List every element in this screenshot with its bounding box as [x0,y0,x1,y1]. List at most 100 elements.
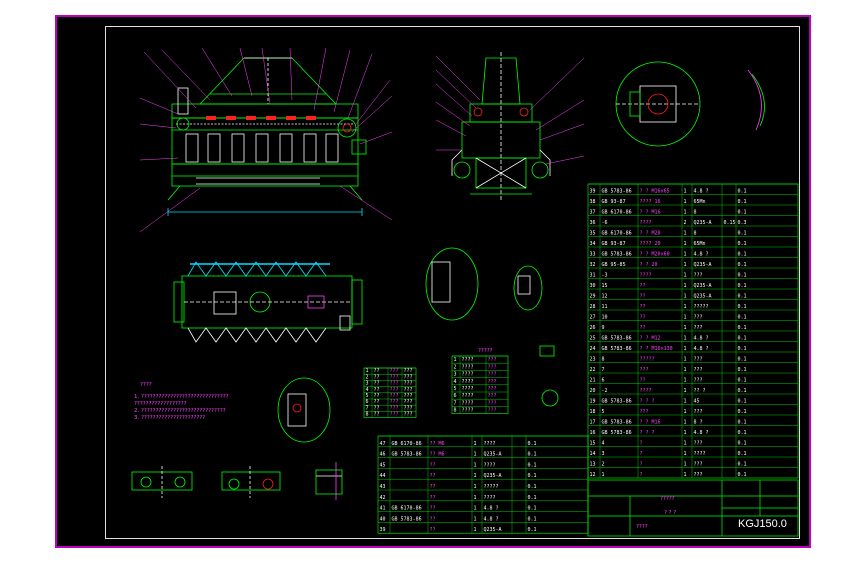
title-mark: ? ? ? [664,510,676,516]
table-cell: 6 [366,399,369,405]
table-cell: GB 5783-86 [602,430,632,436]
table-cell: ?? [430,462,436,468]
table-cell: 1 [474,516,477,522]
table-cell: ? ? ? [640,430,655,436]
table-cell: ??? [488,400,497,406]
table-cell: 37 [590,210,596,216]
table-cell: 4 [454,379,457,385]
table-cell: GB 5783-86 [392,452,422,458]
table-cell: GB 5783-86 [602,252,632,258]
note-line: 2. ????????????????????????????? [134,408,226,414]
table-cell: 1 [684,273,687,279]
note-line: 3. ?????????????????????? [134,415,205,421]
table-cell: 7 [602,367,605,373]
table-cell: ?? [430,484,436,490]
table-cell: 1 [684,399,687,405]
table-cell: ???? [462,364,474,370]
table-cell: ???? 16 [640,199,661,205]
table-cell: 0.1 [738,304,747,310]
table-cell: ???? [462,393,474,399]
table-cell: 46 [380,452,386,458]
table-cell: 1 [684,441,687,447]
table-cell: ? ? 20 [640,262,658,268]
table-cell: 36 [590,220,596,226]
table-cell: 10 [602,315,608,321]
table-cell: 0.1 [738,378,747,384]
table-cell: 5 [454,386,457,392]
table-cell: 1 [684,304,687,310]
table-cell: 1 [684,420,687,426]
table-cell: ??? [390,368,399,374]
table-cell: ?? [640,294,646,300]
table-cell: ??? [390,399,399,405]
table-cell: 2 [366,374,369,380]
table-cell: 1 [684,210,687,216]
table-cell: 0.1 [738,189,747,195]
table-cell: 8 ? [694,420,703,426]
table-cell: 4.8 ? [694,252,709,258]
table-cell: ?? [374,399,380,405]
table-cell: ?? [374,374,380,380]
table-cell: ?? [430,473,436,479]
side-view [435,52,585,200]
table-cell: 38 [590,199,596,205]
table-cell: ??? [694,357,703,363]
table-cell: ??? [390,405,399,411]
table-cell: ? [640,472,643,478]
table-cell: 0.1 [738,346,747,352]
table-cell: ??? [390,374,399,380]
table-cell: 4.8 ? [484,506,499,512]
table-cell: 1 [474,495,477,501]
table-cell: 0.1 [528,452,537,458]
table-cell: 19 [590,399,596,405]
table-cell: 1 [454,357,457,363]
table-cell: 0.1 [738,231,747,237]
table-cell: 0.1 [738,315,747,321]
table-cell: 0.1 [738,420,747,426]
table-cell: 5 [366,393,369,399]
table-cell: ??? [488,357,497,363]
table-cell: 0.1 [738,409,747,415]
table-cell: 1 [684,315,687,321]
small-table-a: 1????????2????????3????????4????????5???… [363,367,417,418]
table-cell: 8 [694,210,697,216]
table-cell: ?? [374,387,380,393]
table-cell: Q235-A [694,220,712,226]
table-cell: ?? M6 [430,452,445,458]
table-cell: 33 [590,252,596,258]
table-cell: 28 [590,304,596,310]
table-cell: 11 [602,304,608,310]
table-cell: 0.1 [738,388,747,394]
table-cell: 0.1 [528,484,537,490]
table-cell: 26 [590,325,596,331]
table-cell: Q235-A [694,294,712,300]
table-cell: ? ? M16x65 [640,189,670,195]
table-cell: ? ? M16 [640,420,661,426]
table-cell: 3 [602,451,605,457]
table-cell: ??? [404,393,413,399]
table-cell: ???? [484,441,496,447]
table-cell: 27 [590,315,596,321]
table-cell: 4.8 ? [484,516,499,522]
table-cell: 0.1 [528,506,537,512]
table-cell: GB 5783-86 [602,399,632,405]
technical-notes: ???? 1. ?????????????????????????????? ?… [134,382,229,421]
table-cell: 13 [590,462,596,468]
table-cell: 0.1 [738,273,747,279]
table-cell: ?? [640,283,646,289]
notes-title: ???? [140,382,152,388]
table-cell: ?? ? [694,388,706,394]
table-cell: ???? [484,462,496,468]
table-cell: 0.1 [738,241,747,247]
table-cell: ??? [488,393,497,399]
table-cell: 29 [590,294,596,300]
table-cell: 1 [684,378,687,384]
table-cell: Q235-A [694,262,712,268]
table-cell: ? ? M20x60 [640,252,670,258]
table-cell: ??? [694,325,703,331]
table-cell: 0.1 [738,472,747,478]
table-cell: 0.1 [528,516,537,522]
table-cell: ????? [694,304,709,310]
title-mark: ????? [660,496,675,502]
table-cell: ??? [404,405,413,411]
